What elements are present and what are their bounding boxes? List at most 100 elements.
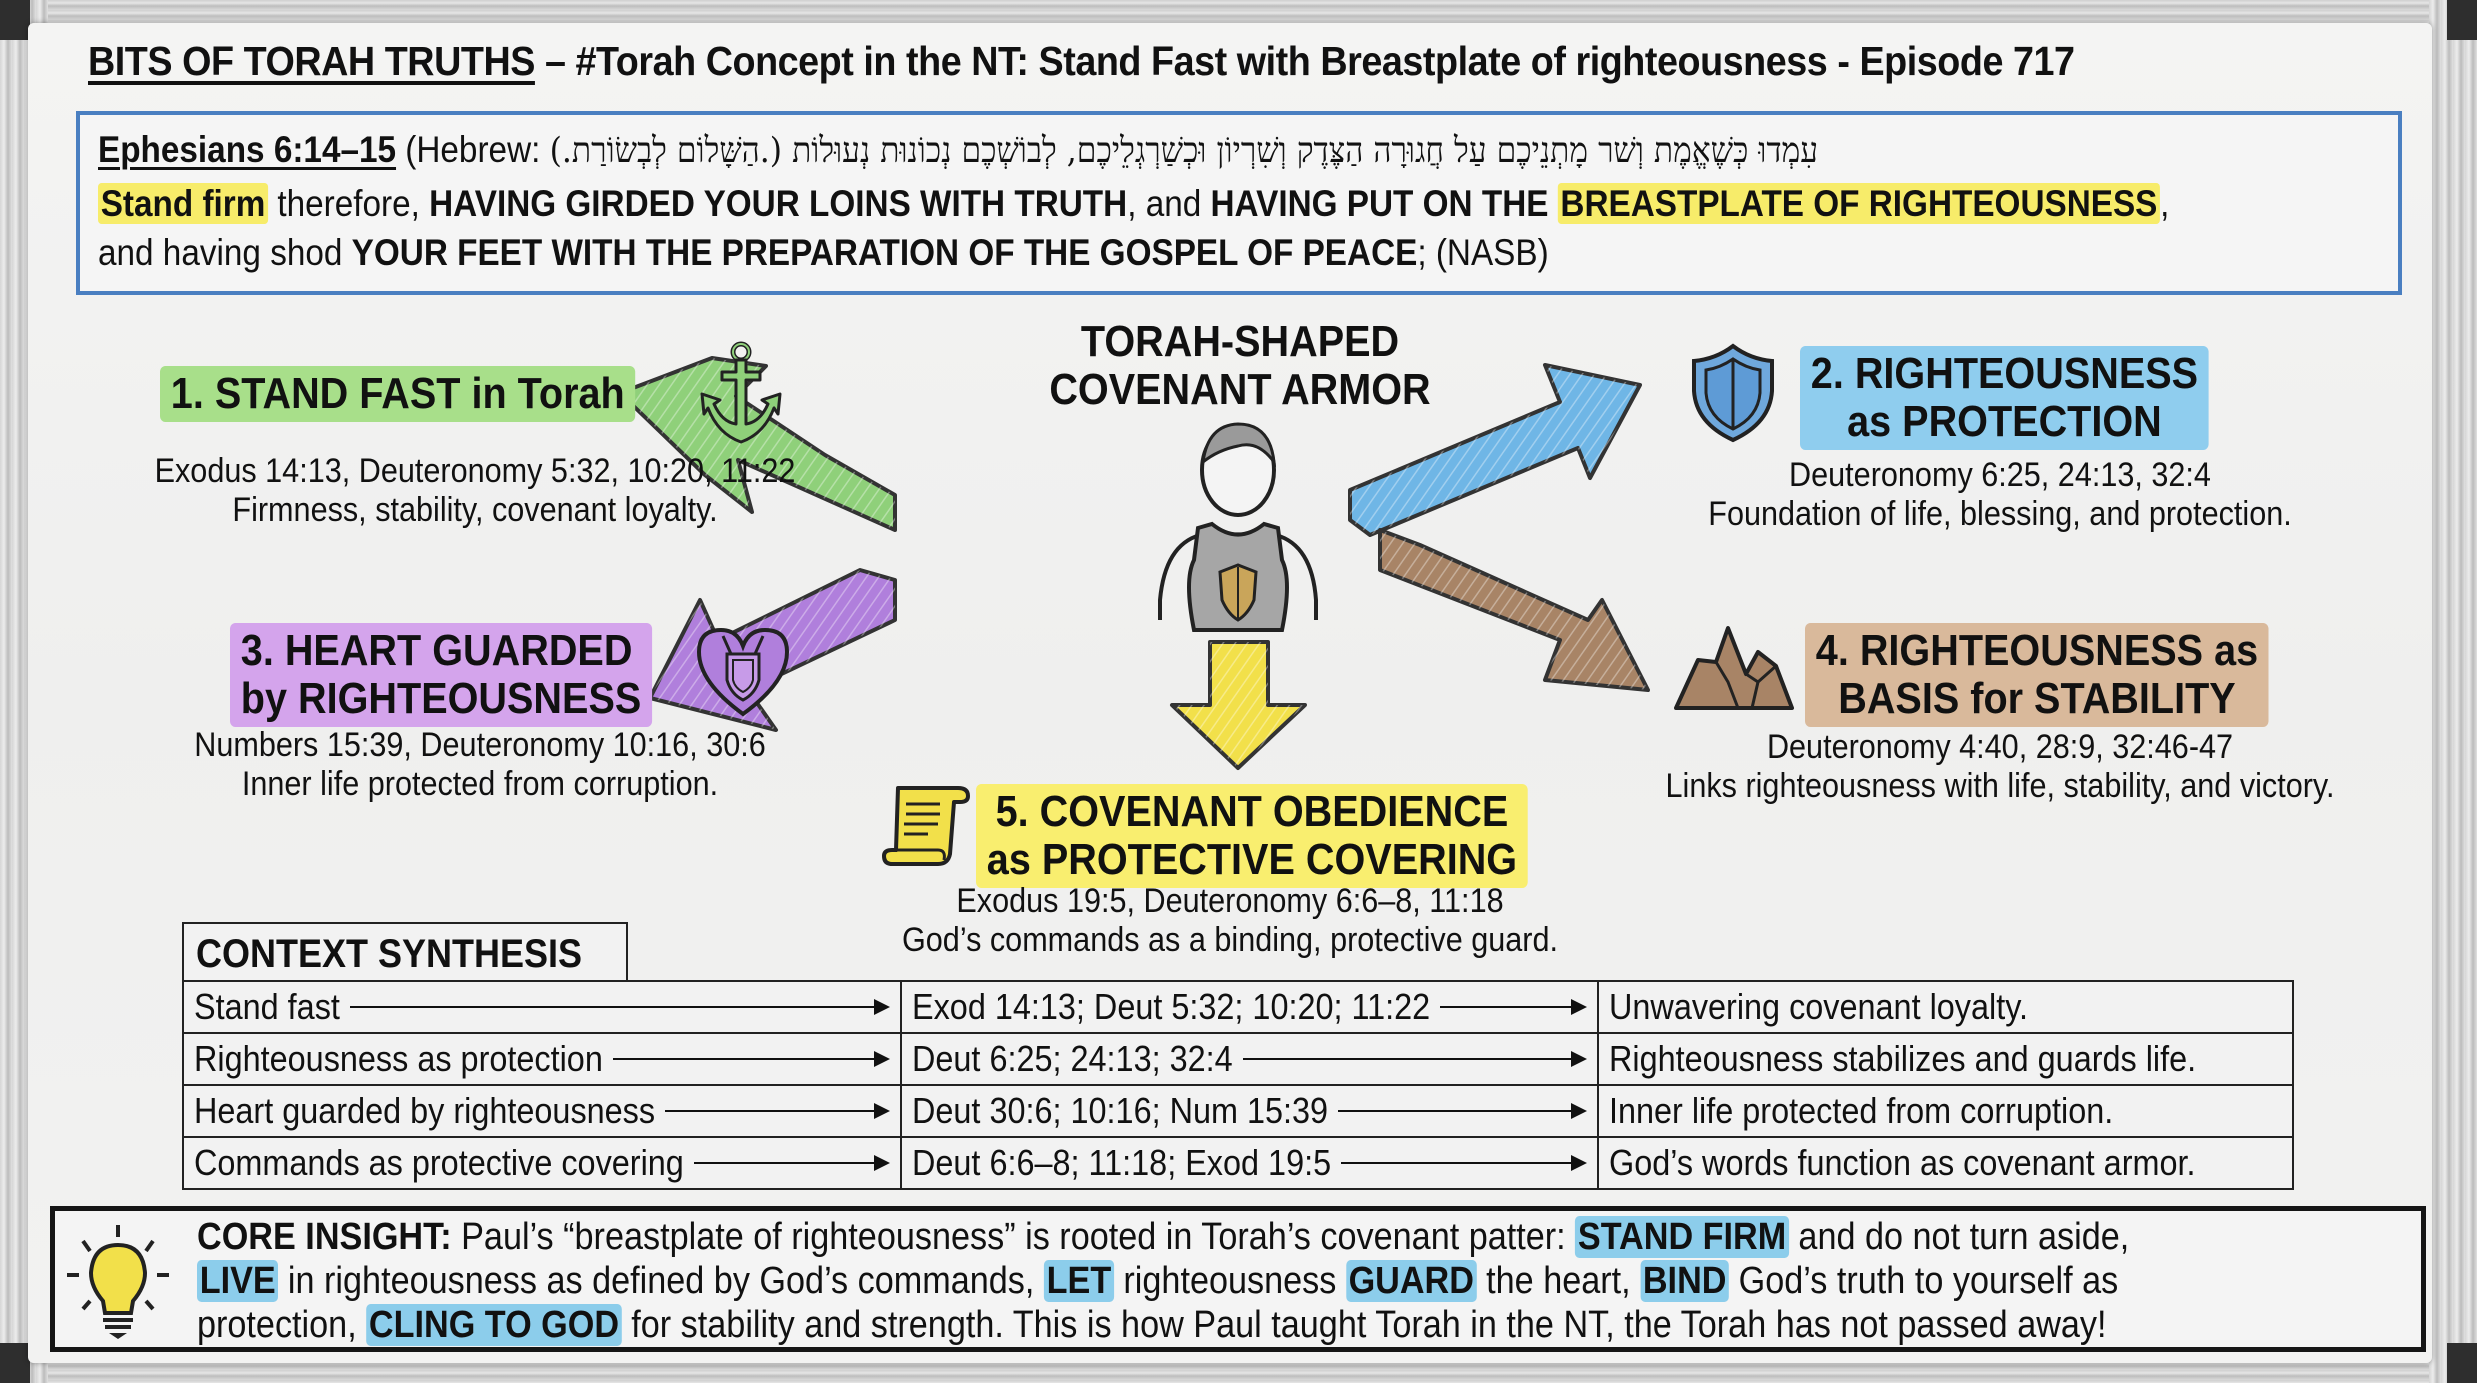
synthesis-meaning-cell-text: Unwavering covenant loyalty. <box>1609 986 2029 1027</box>
series-name: BITS OF TORAH TRUTHS <box>88 38 535 84</box>
insight-text-segment: in righteousness as defined by God’s com… <box>278 1260 1044 1302</box>
point-2-summary: Foundation of life, blessing, and protec… <box>1708 495 2292 533</box>
context-synthesis-title: CONTEXT SYNTHESIS <box>182 922 628 982</box>
synthesis-concept-cell: Stand fast <box>182 980 902 1034</box>
core-insight-text: CORE INSIGHT: Paul’s “breastplate of rig… <box>197 1215 2129 1347</box>
frame-corner <box>0 1343 30 1383</box>
point-3-title-line-1: 3. HEART GUARDED <box>240 626 633 675</box>
synthesis-concept-cell-text: Commands as protective covering <box>194 1142 684 1183</box>
arrow-right-icon <box>613 1051 890 1067</box>
arrow-to-righteousness-protection <box>1348 363 1642 537</box>
point-1-title: 1. STAND FAST in Torah <box>160 366 636 422</box>
synthesis-row: Stand fast Exod 14:13; Deut 5:32; 10:20; … <box>182 980 2294 1034</box>
synthesis-concept-cell-text: Righteousness as protection <box>194 1038 603 1079</box>
synthesis-meaning-cell-text: God’s words function as covenant armor. <box>1609 1142 2196 1183</box>
point-4-description: Deuteronomy 4:40, 28:9, 32:46-47 Links r… <box>1631 728 2369 806</box>
synthesis-refs-cell-text: Deut 6:6–8; 11:18; Exod 19:5 <box>912 1142 1332 1183</box>
verse-highlighted-phrase: Stand firm <box>98 183 269 224</box>
core-insight-label: CORE INSIGHT: <box>197 1216 452 1258</box>
insight-text-segment: righteousness <box>1113 1260 1346 1302</box>
synthesis-meaning-cell: Righteousness stabilizes and guards life… <box>1597 1032 2294 1086</box>
verse-line-2: Stand firm therefore, HAVING GIRDED YOUR… <box>98 183 2169 225</box>
verse-box: Ephesians 6:14–15 (Hebrew: עִמְדוּ כְּשֶ… <box>76 111 2402 295</box>
synthesis-row: Commands as protective covering Deut 6:6–… <box>182 1136 2294 1190</box>
frame-corner <box>2447 1343 2477 1383</box>
point-4-title-line-1: 4. RIGHTEOUSNESS as <box>1815 626 2259 675</box>
synthesis-concept-cell: Righteousness as protection <box>182 1032 902 1086</box>
synthesis-refs-cell: Exod 14:13; Deut 5:32; 10:20; 11:22 <box>900 980 1599 1034</box>
hebrew-text: עִמְדוּ כְּשֶׁאֱמֶת וְשׁר מָתְנֵיכֶם עַל… <box>549 131 1819 171</box>
mountain-icon <box>1674 626 1794 710</box>
hebrew-prefix: (Hebrew: <box>396 129 550 170</box>
highlight-let: LET <box>1043 1260 1114 1302</box>
arrow-to-covenant-obedience <box>1170 640 1307 770</box>
page-title: BITS OF TORAH TRUTHS – #Torah Concept in… <box>88 38 2075 85</box>
synthesis-refs-cell: Deut 6:6–8; 11:18; Exod 19:5 <box>900 1136 1599 1190</box>
point-5-title-line-2: as PROTECTIVE COVERING <box>986 835 1518 884</box>
arrow-right-icon <box>1338 1103 1587 1119</box>
point-4-title-line-2: BASIS for STABILITY <box>1838 674 2236 723</box>
point-2-title: 2. RIGHTEOUSNESS as PROTECTION <box>1800 346 2209 450</box>
point-2-title-line-2: as PROTECTION <box>1847 397 2162 446</box>
frame-right-edge <box>2429 0 2477 1383</box>
point-3-title-line-2: by RIGHTEOUSNESS <box>240 674 642 723</box>
highlight-cling-to-god: CLING TO GOD <box>366 1304 622 1346</box>
context-synthesis-table: Stand fast Exod 14:13; Deut 5:32; 10:20; … <box>182 980 2294 1190</box>
core-insight-line-2: LIVE in righteousness as defined by God’… <box>197 1259 2129 1303</box>
arrow-to-basis-stability <box>1378 528 1650 692</box>
context-synthesis-title-text: CONTEXT SYNTHESIS <box>196 932 583 976</box>
verse-text-segment: , and <box>1127 183 1211 224</box>
verse-reference: Ephesians 6:14–15 <box>98 129 397 170</box>
core-insight-line-3: protection, CLING TO GOD for stability a… <box>197 1303 2129 1347</box>
frame-corner <box>0 0 30 40</box>
insight-text-segment: protection, <box>197 1304 367 1346</box>
center-title-line-1: TORAH-SHAPED <box>1080 317 1400 366</box>
synthesis-meaning-cell: Unwavering covenant loyalty. <box>1597 980 2294 1034</box>
point-2-description: Deuteronomy 6:25, 24:13, 32:4 Foundation… <box>1676 456 2324 534</box>
synthesis-row: Heart guarded by righteousness Deut 30:6;… <box>182 1084 2294 1138</box>
synthesis-concept-cell-text: Stand fast <box>194 986 340 1027</box>
verse-line-3: and having shod YOUR FEET WITH THE PREPA… <box>98 232 1549 274</box>
core-insight-line-1: CORE INSIGHT: Paul’s “breastplate of rig… <box>197 1215 2129 1259</box>
insight-text-segment: for stability and strength. This is how … <box>621 1304 2107 1346</box>
arrow-right-icon <box>694 1155 890 1171</box>
synthesis-refs-cell: Deut 30:6; 10:16; Num 15:39 <box>900 1084 1599 1138</box>
highlight-bind: BIND <box>1640 1260 1730 1302</box>
point-3-title: 3. HEART GUARDED by RIGHTEOUSNESS <box>230 623 653 727</box>
point-2-title-line-1: 2. RIGHTEOUSNESS <box>1810 349 2199 398</box>
verse-reference-line: Ephesians 6:14–15 (Hebrew: עִמְדוּ כְּשֶ… <box>98 129 1818 171</box>
synthesis-meaning-cell: God’s words function as covenant armor. <box>1597 1136 2294 1190</box>
point-4-refs: Deuteronomy 4:40, 28:9, 32:46-47 <box>1766 728 2234 766</box>
insight-text-segment: Paul’s “breastplate of righteousness” is… <box>451 1216 1576 1258</box>
point-1-summary: Firmness, stability, covenant loyalty. <box>232 491 718 529</box>
verse-text-segment: , <box>2160 183 2170 224</box>
frame-corner <box>2447 0 2477 40</box>
shield-icon <box>1692 343 1774 443</box>
synthesis-concept-cell-text: Heart guarded by righteousness <box>194 1090 656 1131</box>
point-1-refs: Exodus 14:13, Deuteronomy 5:32, 10:20, 1… <box>154 452 796 490</box>
verse-bold-phrase: HAVING GIRDED YOUR LOINS WITH TRUTH <box>429 183 1128 224</box>
armored-person-figure <box>1158 422 1318 632</box>
anchor-icon <box>700 341 782 444</box>
center-title-line-2: COVENANT ARMOR <box>1049 365 1431 414</box>
highlight-guard: GUARD <box>1345 1260 1477 1302</box>
arrow-right-icon <box>1242 1051 1588 1067</box>
scroll-icon <box>882 786 970 866</box>
synthesis-meaning-cell-text: Righteousness stabilizes and guards life… <box>1609 1038 2197 1079</box>
verse-bold-phrase: YOUR FEET WITH THE PREPARATION OF THE GO… <box>351 232 1418 273</box>
verse-text-segment: ; (NASB) <box>1417 232 1549 273</box>
highlight-live: LIVE <box>197 1260 279 1302</box>
verse-text-segment: therefore, <box>268 183 430 224</box>
point-5-title-line-1: 5. COVENANT OBEDIENCE <box>995 787 1509 836</box>
verse-bold-phrase: HAVING PUT ON THE <box>1210 183 1558 224</box>
synthesis-refs-cell: Deut 6:25; 24:13; 32:4 <box>900 1032 1599 1086</box>
arrow-right-icon <box>1439 999 1588 1015</box>
synthesis-refs-cell-text: Deut 30:6; 10:16; Num 15:39 <box>912 1090 1329 1131</box>
point-3-description: Numbers 15:39, Deuteronomy 10:16, 30:6 I… <box>156 726 804 804</box>
arrow-right-icon <box>1340 1155 1588 1171</box>
synthesis-row: Righteousness as protection Deut 6:25; 24… <box>182 1032 2294 1086</box>
synthesis-concept-cell: Heart guarded by righteousness <box>182 1084 902 1138</box>
highlight-stand-firm: STAND FIRM <box>1575 1216 1789 1258</box>
point-5-description: Exodus 19:5, Deuteronomy 6:6–8, 11:18 Go… <box>879 882 1581 960</box>
point-5-title: 5. COVENANT OBEDIENCE as PROTECTIVE COVE… <box>976 784 1528 888</box>
